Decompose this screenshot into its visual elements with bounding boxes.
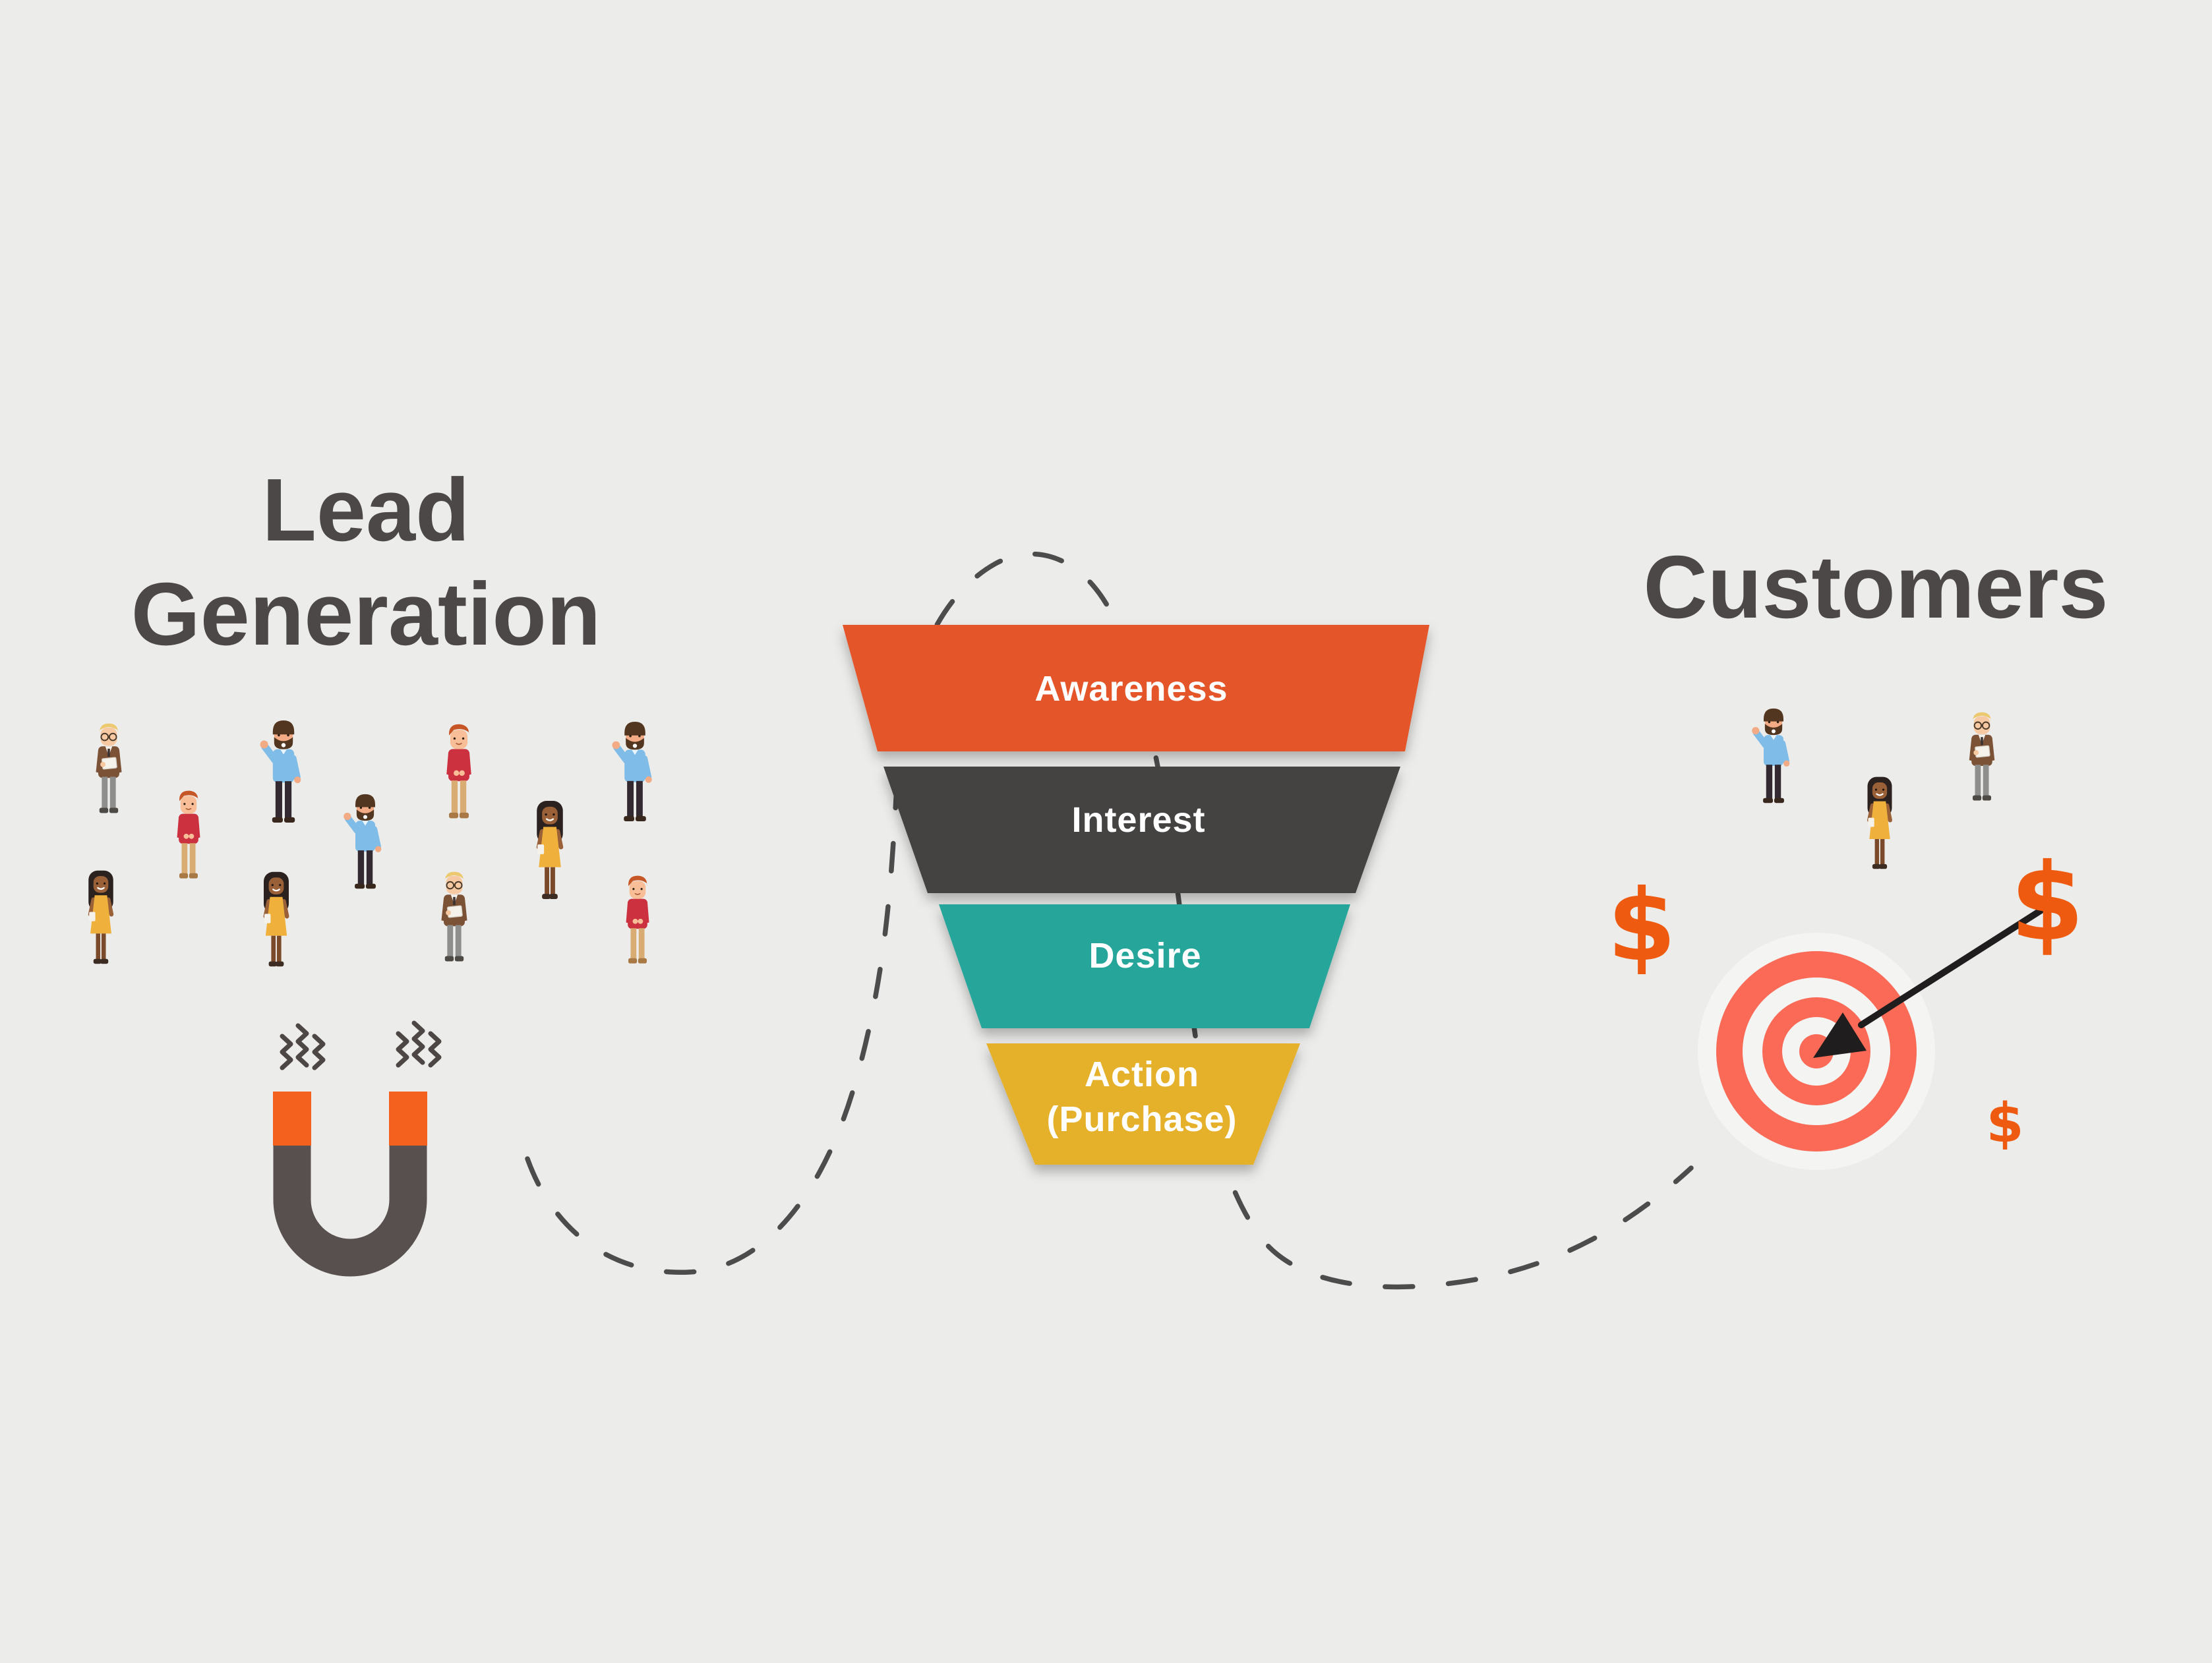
lead-generation-title: Lead Generation	[131, 460, 601, 664]
person-icon	[95, 722, 123, 814]
person-icon	[260, 720, 301, 823]
funnel-label-action-line2: (Purchase)	[1046, 1099, 1237, 1139]
person-icon	[264, 872, 289, 966]
person-icon	[1968, 711, 1996, 802]
magnetic-waves-icon	[280, 1020, 442, 1070]
funnel-stage-awareness	[843, 625, 1429, 751]
dollar-icon: $	[1986, 1092, 2023, 1155]
flow-dashed-path	[525, 551, 1694, 1290]
person-icon	[625, 875, 650, 964]
funnel-label-awareness: Awareness	[1034, 669, 1228, 709]
dollar-icon: $	[2010, 841, 2085, 965]
magnet-tip-right	[389, 1092, 427, 1146]
magnet-icon	[273, 1020, 442, 1277]
target-icon	[1698, 901, 2054, 1170]
person-icon	[344, 794, 381, 889]
customers-title: Customers	[1643, 537, 2108, 637]
dollar-layer: $ $ $	[1607, 841, 2085, 1155]
sales-funnel: Awareness Interest Desire Action (Purcha…	[843, 625, 1429, 1165]
person-icon	[1752, 709, 1789, 803]
person-icon	[446, 723, 472, 819]
magnet-body	[273, 1094, 427, 1277]
person-icon	[440, 871, 468, 962]
funnel-stage-interest	[883, 767, 1400, 893]
funnel-stage-action	[986, 1043, 1300, 1165]
magnet-tip-left	[273, 1092, 311, 1146]
person-icon	[88, 871, 113, 964]
arrow-icon	[1813, 901, 2054, 1058]
dollar-icon: $	[1607, 869, 1676, 983]
funnel-label-desire: Desire	[1089, 936, 1201, 976]
person-icon	[1868, 777, 1892, 869]
person-icon	[537, 801, 563, 899]
funnel-stage-desire	[939, 904, 1350, 1028]
funnel-label-interest: Interest	[1071, 800, 1205, 840]
funnel-label-action-line1: Action	[1085, 1055, 1199, 1094]
person-icon	[612, 722, 651, 821]
person-icon	[176, 790, 201, 879]
